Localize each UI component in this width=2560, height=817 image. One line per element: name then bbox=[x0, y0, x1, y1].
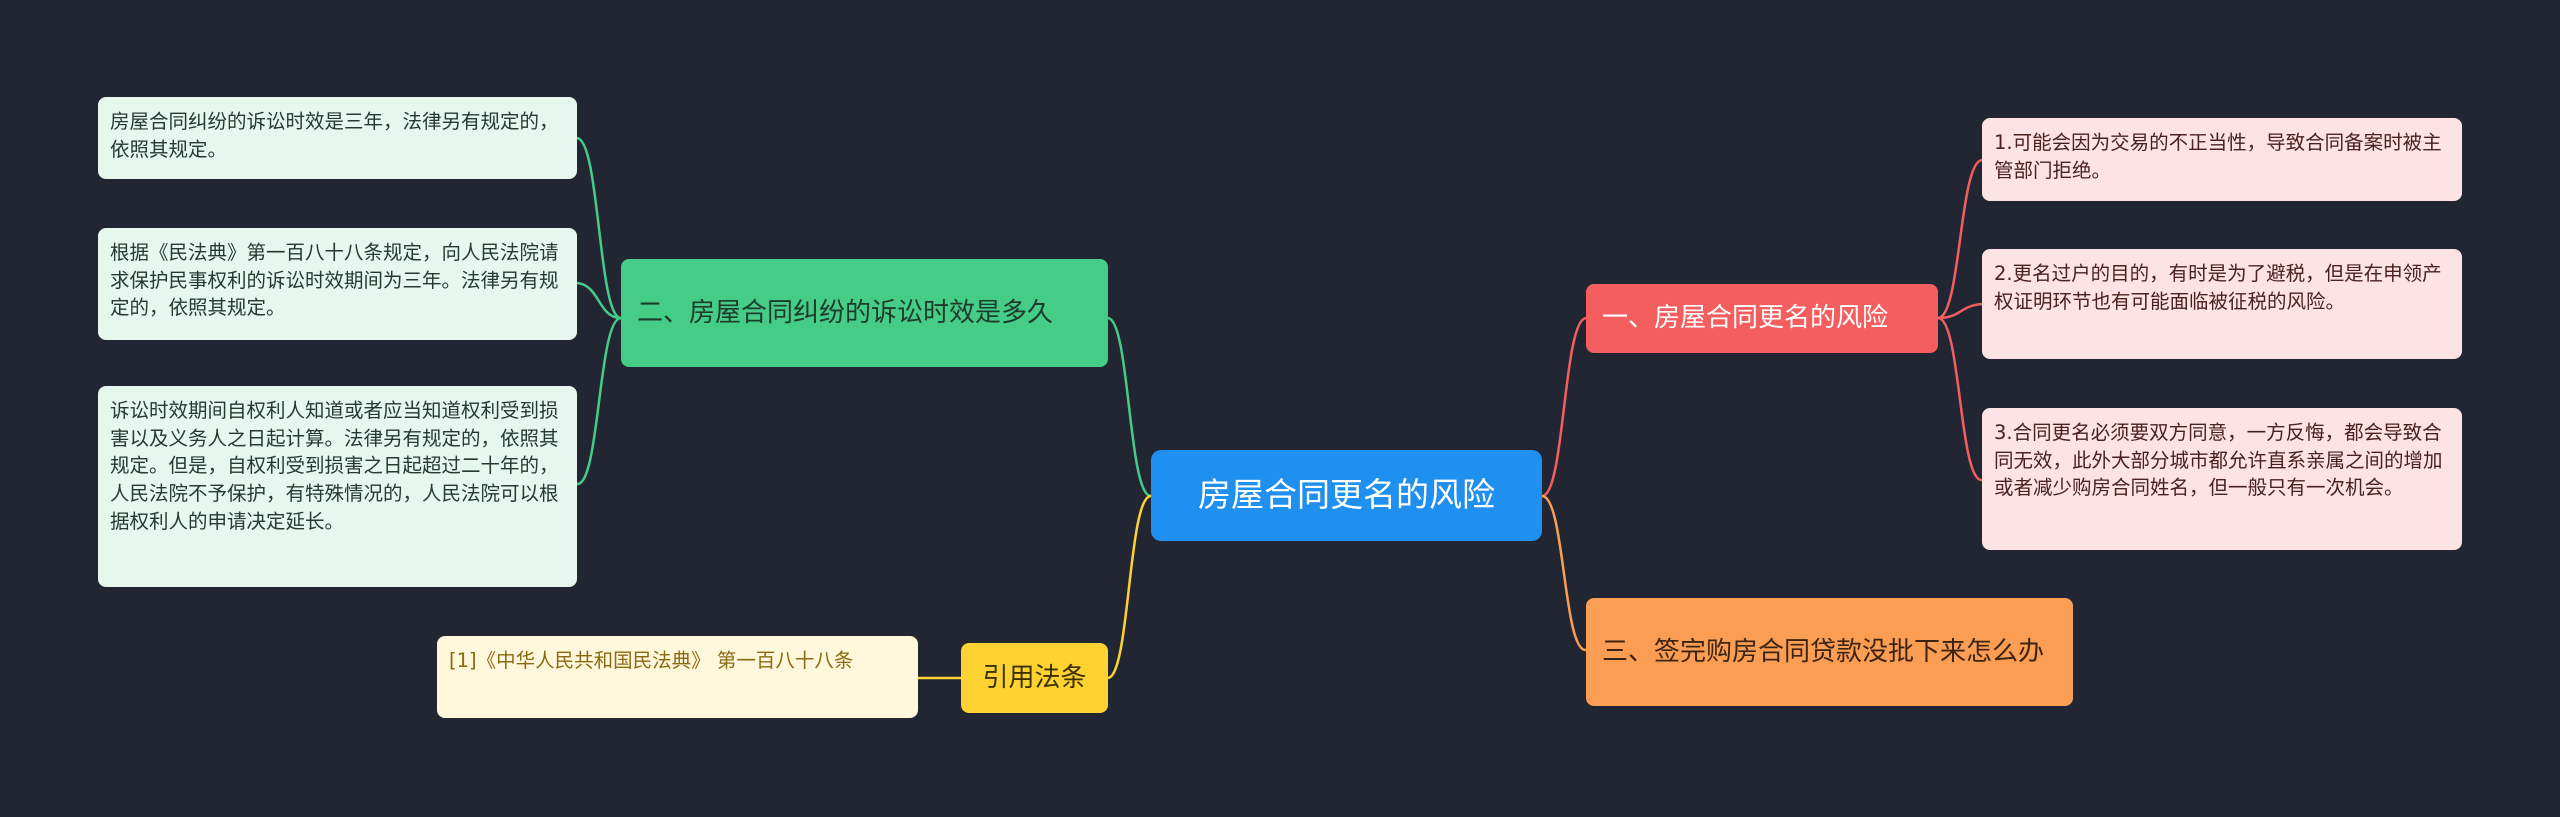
branch-citation[interactable]: 引用法条 bbox=[961, 643, 1108, 713]
link-period-leaf-2 bbox=[576, 281, 622, 320]
leaf-text: 房屋合同纠纷的诉讼时效是三年，法律另有规定的，依照其规定。 bbox=[110, 110, 559, 161]
link-root-loan bbox=[1541, 494, 1587, 652]
link-period-leaf-3 bbox=[576, 316, 622, 486]
leaf-risk-1[interactable]: 1.可能会因为交易的不正当性，导致合同备案时被主管部门拒绝。 bbox=[1982, 118, 2462, 201]
link-root-risk bbox=[1541, 316, 1587, 498]
branch-rename-risk[interactable]: 一、房屋合同更名的风险 bbox=[1586, 284, 1938, 353]
link-risk-leaf-3 bbox=[1937, 316, 1983, 482]
branch-label: 引用法条 bbox=[982, 662, 1087, 693]
leaf-period-3[interactable]: 诉讼时效期间自权利人知道或者应当知道权利受到损害以及义务人之日起计算。法律另有规… bbox=[98, 386, 577, 587]
leaf-citation-1[interactable]: [1]《中华人民共和国民法典》 第一百八十八条 bbox=[437, 636, 918, 718]
link-period-leaf-1 bbox=[576, 136, 622, 320]
branch-limitation-period[interactable]: 二、房屋合同纠纷的诉讼时效是多久 bbox=[621, 259, 1108, 367]
leaf-risk-2[interactable]: 2.更名过户的目的，有时是为了避税，但是在申领产权证明环节也有可能面临被征税的风… bbox=[1982, 249, 2462, 359]
leaf-text: 诉讼时效期间自权利人知道或者应当知道权利受到损害以及义务人之日起计算。法律另有规… bbox=[110, 399, 559, 533]
link-root-period bbox=[1107, 316, 1152, 498]
branch-label: 一、房屋合同更名的风险 bbox=[1602, 303, 1889, 334]
leaf-text: 1.可能会因为交易的不正当性，导致合同备案时被主管部门拒绝。 bbox=[1994, 131, 2442, 182]
leaf-risk-3[interactable]: 3.合同更名必须要双方同意，一方反悔，都会导致合同无效，此外大部分城市都允许直系… bbox=[1982, 408, 2462, 550]
leaf-text: 根据《民法典》第一百八十八条规定，向人民法院请求保护民事权利的诉讼时效期间为三年… bbox=[110, 241, 559, 320]
root-label: 房屋合同更名的风险 bbox=[1198, 475, 1495, 515]
link-risk-leaf-1 bbox=[1937, 158, 1983, 320]
leaf-text: [1]《中华人民共和国民法典》 第一百八十八条 bbox=[449, 649, 854, 672]
leaf-text: 3.合同更名必须要双方同意，一方反悔，都会导致合同无效，此外大部分城市都允许直系… bbox=[1994, 421, 2443, 500]
link-root-citation bbox=[1107, 494, 1152, 680]
branch-loan-not-approved[interactable]: 三、签完购房合同贷款没批下来怎么办 bbox=[1586, 598, 2073, 706]
root-node[interactable]: 房屋合同更名的风险 bbox=[1151, 450, 1542, 541]
leaf-period-1[interactable]: 房屋合同纠纷的诉讼时效是三年，法律另有规定的，依照其规定。 bbox=[98, 97, 577, 179]
link-risk-leaf-2 bbox=[1937, 302, 1983, 320]
branch-label: 三、签完购房合同贷款没批下来怎么办 bbox=[1602, 636, 2045, 667]
leaf-text: 2.更名过户的目的，有时是为了避税，但是在申领产权证明环节也有可能面临被征税的风… bbox=[1994, 262, 2442, 313]
leaf-period-2[interactable]: 根据《民法典》第一百八十八条规定，向人民法院请求保护民事权利的诉讼时效期间为三年… bbox=[98, 228, 577, 340]
branch-label: 二、房屋合同纠纷的诉讼时效是多久 bbox=[637, 297, 1054, 328]
